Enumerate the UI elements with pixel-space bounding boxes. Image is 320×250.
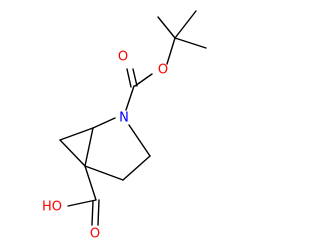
bond-tbu-methyl-right	[174, 37, 207, 49]
bond-tbu-oxygen	[166, 37, 176, 65]
bond-quaternary-bridgehead	[84, 127, 94, 167]
bond-carboxyl-hydroxyl	[67, 199, 97, 207]
bond-cyclopropane-bottom	[59, 139, 86, 167]
structure-diagram: O O N O HO	[42, 10, 207, 242]
bond-oxygen-carbonyl	[134, 73, 153, 87]
bond-tbu-methyl-top	[174, 10, 197, 39]
atom-label-ring-nitrogen: N	[119, 111, 129, 126]
bond-carboxyl-double-a	[91, 200, 94, 226]
bond-ch2-ch2	[122, 155, 151, 181]
bond-carbonyl-double-b	[132, 68, 138, 87]
bond-nitrogen-ch2	[128, 124, 151, 157]
bond-tbu-methyl-left	[157, 16, 176, 39]
atom-label-ester-oxygen: O	[158, 63, 168, 78]
atom-label-carbonyl-oxygen-bottom: O	[90, 227, 100, 242]
atom-label-hydroxyl: HO	[42, 200, 62, 215]
bond-bridgehead-nitrogen	[92, 117, 116, 129]
bond-quaternary-carboxyl	[84, 165, 97, 201]
bond-carbonyl-nitrogen	[125, 85, 135, 111]
bond-cyclopropane-top	[59, 127, 94, 141]
atom-label-carbonyl-oxygen-top: O	[118, 50, 128, 65]
bond-carboxyl-double-b	[97, 199, 100, 226]
bond-ch2-quaternary	[84, 165, 124, 181]
bond-carbonyl-double-a	[126, 68, 132, 88]
